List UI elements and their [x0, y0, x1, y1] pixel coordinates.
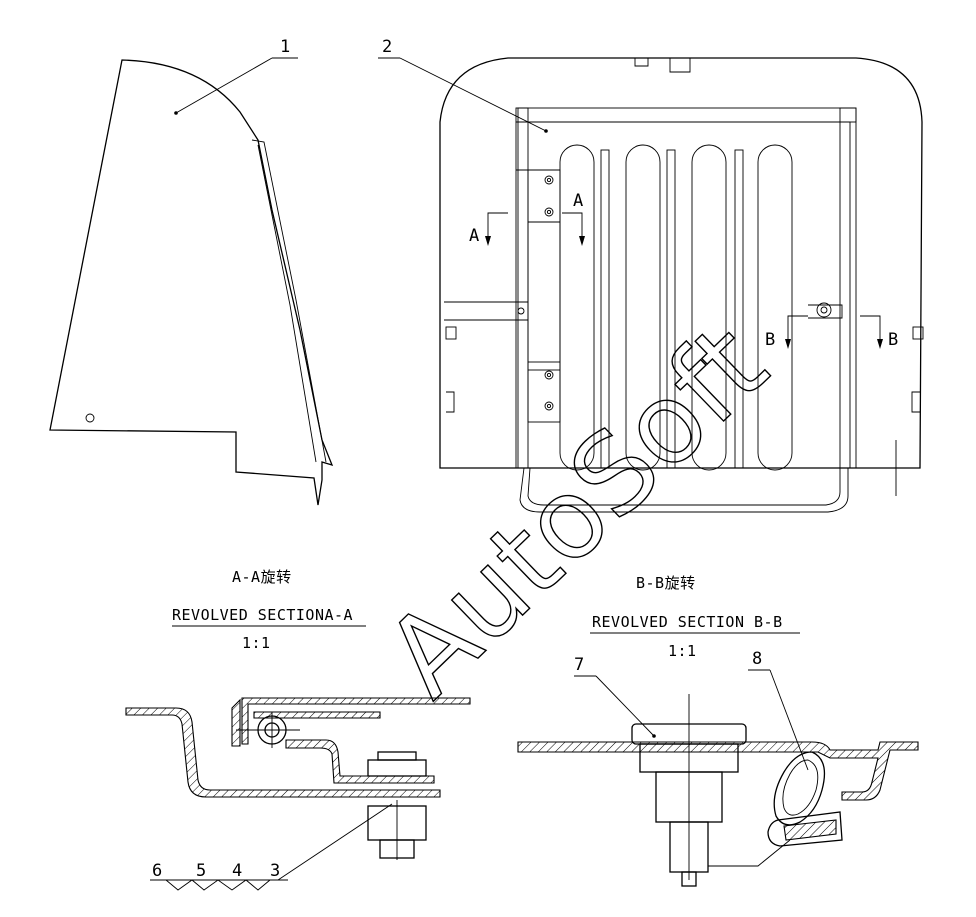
callout-1: 1	[280, 37, 290, 57]
section-aa: A-A旋转 REVOLVED SECTIONA-A 1:1 6 5 4 3	[125, 568, 471, 891]
callout-4: 4	[232, 861, 242, 881]
mark-b-left: B	[765, 330, 775, 350]
callout-5: 5	[196, 861, 206, 881]
mark-a-left: A	[469, 226, 479, 246]
front-view-panel: 2 A A B B	[378, 37, 924, 513]
vent-slots	[559, 144, 793, 471]
side-view-panel: 1	[49, 37, 334, 506]
mark-b-right: B	[888, 330, 898, 350]
callout-6: 6	[152, 861, 162, 881]
section-bb-title: REVOLVED SECTION B-B	[592, 613, 783, 631]
hinge-bolts	[544, 175, 554, 411]
callout-2: 2	[382, 37, 392, 57]
section-aa-chinese: A-A旋转	[232, 568, 292, 586]
section-bb-scale: 1:1	[668, 642, 697, 660]
section-mark-bb: B B	[765, 315, 898, 350]
mark-a-right: A	[573, 191, 583, 211]
section-aa-scale: 1:1	[242, 634, 271, 652]
section-bb-chinese: B-B旋转	[636, 574, 696, 592]
mounting-hole	[85, 413, 95, 423]
section-aa-title: REVOLVED SECTIONA-A	[172, 606, 353, 624]
section-mark-aa: A A	[469, 191, 585, 246]
callout-3: 3	[270, 861, 280, 881]
section-bb: B-B旋转 REVOLVED SECTION B-B 1:1 7 8	[517, 574, 919, 887]
callout-8: 8	[752, 649, 762, 669]
callout-7: 7	[574, 655, 584, 675]
